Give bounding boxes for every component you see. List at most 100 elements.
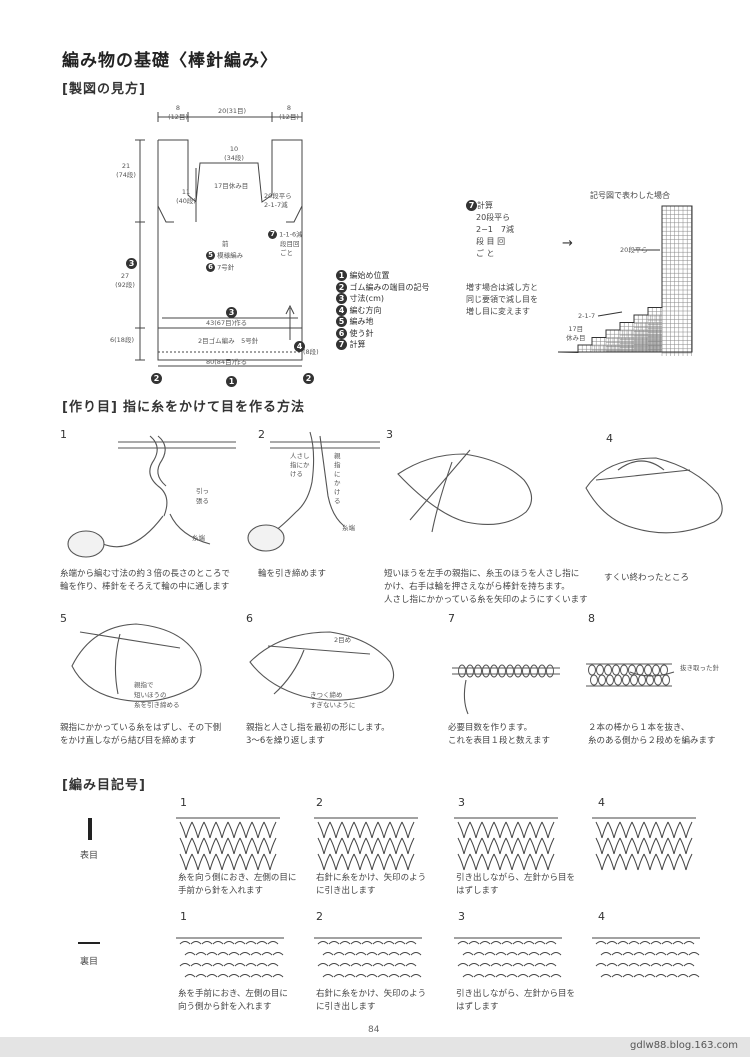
cast-loop [644,664,652,676]
knit-v-stitch [203,837,217,855]
purl-bump [361,941,373,945]
purl-bump [512,941,524,945]
purl-bump [534,963,546,967]
knit-v-stitch [493,821,507,839]
cast-step-2-caption: 輪を引き締めます [258,569,327,579]
knit-v-stitch [655,837,669,855]
purl-bump [272,952,284,956]
knit-v-stitch [203,853,217,871]
cast-loop [522,664,530,678]
legend-item-4: 編む方向 [349,305,382,315]
knit-step-3-caption: 引き出しながら、左針から目を はずします [456,873,576,896]
knit-v-stitch [353,853,367,871]
purl-bump [377,974,389,978]
purl-bump [628,963,640,967]
purl-bump [328,941,340,945]
cast-step-4-number: 4 [606,432,613,445]
chart-label-bot2: 休み目 [566,334,586,342]
purl-bump [490,941,502,945]
purl-bump [628,941,640,945]
section-heading-stitch-symbols: [編み目記号] [62,778,146,793]
purl-step-2-number: 2 [316,910,323,923]
purl-bump [234,941,246,945]
knit-v-stitch [655,853,669,871]
purl-bump [217,952,229,956]
cast-step-6-number: 6 [246,612,253,625]
knit-v-stitch [607,853,621,871]
knit-step-4-number: 4 [598,796,605,809]
purl-step-3-number: 3 [458,910,465,923]
purl-bump [388,952,400,956]
grid-pointer-line [597,311,623,317]
purl-bump [672,963,684,967]
knit-v-stitch [631,837,645,855]
purl-bump [267,941,279,945]
purl-bump [595,963,607,967]
cast-loop [546,664,554,678]
knit-v-stitch [595,821,609,839]
cast-loop [498,664,506,678]
garment-schematic [135,112,303,367]
purl-bump [261,974,273,978]
cast-step-8-label: 抜き取った針 [680,664,719,672]
knit-v-stitch [595,853,609,871]
purl-bump [677,974,689,978]
purl-bump [517,974,529,978]
purl-bump [217,974,229,978]
knit-v-stitch [329,837,343,855]
purl-bump [523,941,535,945]
cast-step-7-number: 7 [448,612,455,625]
knit-label: 表目 [80,851,99,861]
purl-bump [366,974,378,978]
purl-swatch-3 [454,937,562,978]
purl-bump [622,952,634,956]
purl-bump [462,952,474,956]
cast-step-8-number: 8 [588,612,595,625]
purl-bump [322,974,334,978]
cast-loop [622,674,630,686]
calc-line-3: ごと [280,248,293,257]
knit-v-stitch [389,837,403,855]
knit-v-stitch [227,853,241,871]
cast-on-illustrations [67,431,723,715]
knit-step-2-number: 2 [316,796,323,809]
purl-bump [644,952,656,956]
cast-loop [654,674,662,686]
purl-bump [272,974,284,978]
cast-step-1-caption: 糸端から編む寸法の約３倍の長さのところで 輪を作り、棒針をそろえて輪の中に通しま… [60,569,231,592]
knit-v-stitch [595,837,609,855]
purl-bump [661,963,673,967]
legend-item-2: ゴム編みの端目の記号 [349,282,430,292]
legend-item-1: 編始め位置 [349,271,390,280]
purl-bump [666,974,678,978]
purl-bump [344,974,356,978]
dim-rib-small: (8段) [303,348,319,356]
cast-loop [466,664,474,678]
purl-bump [239,974,251,978]
section-subheading-cast-on: 指に糸をかけて目を作る方法 [122,400,305,415]
grid-step-outline [557,205,693,354]
purl-bump [666,952,678,956]
cast-loop [630,674,638,686]
purl-bump [339,941,351,945]
purl-bump [611,952,623,956]
knit-v-stitch [529,821,543,839]
knit-v-stitch [505,821,519,839]
cast-loop [614,674,622,686]
knit-v-stitch [179,853,193,871]
purl-bump [399,952,411,956]
legend-list: 1 編始め位置 2 ゴム編みの端目の記号 3 寸法(cm) 4 編む方向 5 編… [336,270,430,351]
purl-bump [405,941,417,945]
cast-loop [596,664,604,676]
dim-width: 80(84目)作る [206,358,248,366]
purl-bump [206,952,218,956]
cast-step-1-label-tail: 糸端 [192,534,205,542]
purl-bump [195,974,207,978]
knit-swatch-4 [592,817,696,871]
purl-bump [245,941,257,945]
purl-bump [683,941,695,945]
purl-bump [206,974,218,978]
chart-label-bot: 17目 [568,325,584,333]
dim-body-height: 27 [120,272,130,280]
purl-bump [201,941,213,945]
